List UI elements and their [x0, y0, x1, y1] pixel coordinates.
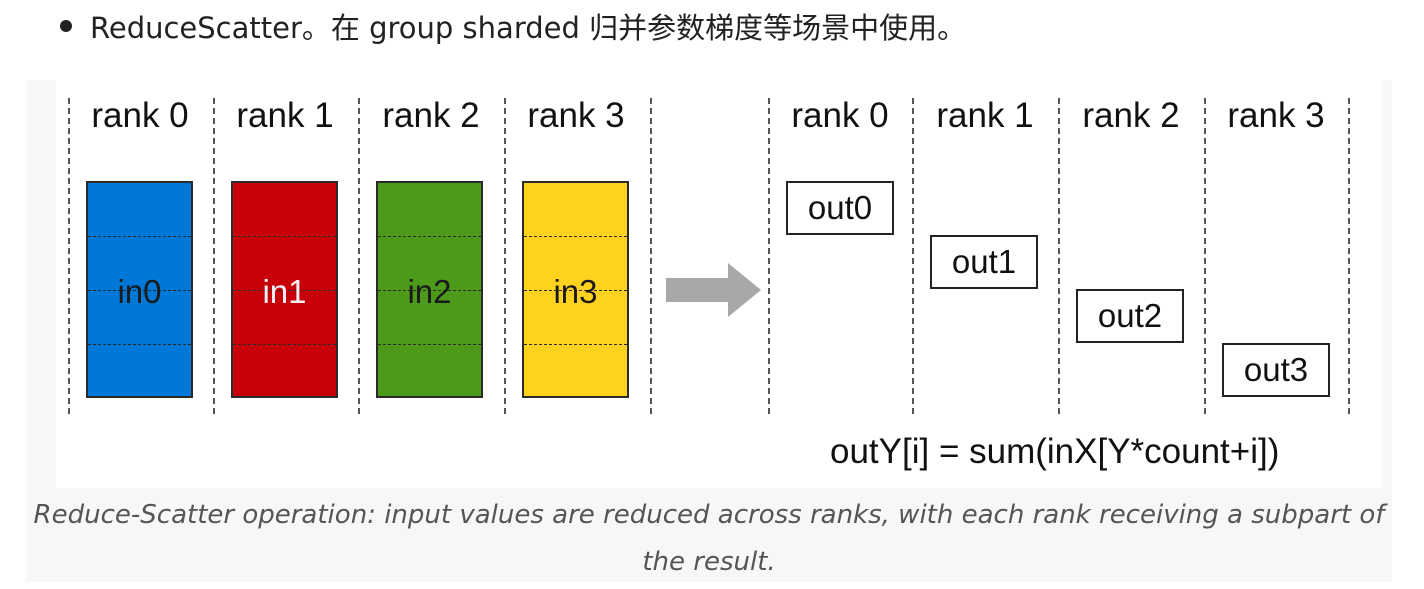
figure-caption: Reduce-Scatter operation: input values a…: [26, 492, 1392, 586]
chunk-divider: [524, 236, 627, 237]
caption-line-2: the result.: [642, 547, 776, 577]
chunk-divider: [378, 344, 481, 345]
bullet-item: ReduceScatter。在 group sharded 归并参数梯度等场景中…: [60, 4, 966, 48]
chunk-divider: [233, 290, 336, 291]
output-box-2: out2: [1076, 289, 1184, 343]
chunk-divider: [88, 290, 191, 291]
reduce-scatter-diagram: rank 0 rank 1 rank 2 rank 3 rank 0 rank …: [56, 80, 1382, 488]
chunk-divider: [524, 290, 627, 291]
output-box-0: out0: [786, 181, 894, 235]
chunk-divider: [233, 344, 336, 345]
separator-line: [213, 98, 215, 414]
input-label: in2: [407, 273, 452, 310]
separator-line: [504, 98, 506, 414]
separator-line: [1348, 98, 1350, 414]
separator-line: [912, 98, 914, 414]
chunk-divider: [378, 236, 481, 237]
input-block-1: in1: [231, 181, 338, 398]
chunk-divider: [88, 344, 191, 345]
input-rank-label: rank 3: [527, 96, 625, 135]
output-box-3: out3: [1222, 343, 1330, 397]
chunk-divider: [233, 236, 336, 237]
chunk-divider: [524, 344, 627, 345]
input-block-3: in3: [522, 181, 629, 398]
output-rank-label: rank 2: [1082, 96, 1180, 135]
formula-text: outY[i] = sum(inX[Y*count+i]): [830, 432, 1280, 471]
input-rank-label: rank 2: [382, 96, 480, 135]
output-rank-label: rank 1: [936, 96, 1034, 135]
input-label: in0: [117, 273, 162, 310]
figure: rank 0 rank 1 rank 2 rank 3 rank 0 rank …: [26, 80, 1392, 582]
output-rank-label: rank 3: [1227, 96, 1325, 135]
input-label: in1: [262, 273, 307, 310]
chunk-divider: [378, 290, 481, 291]
separator-line: [650, 98, 652, 414]
right-arrow-icon: [666, 263, 761, 317]
chunk-divider: [88, 236, 191, 237]
input-rank-label: rank 1: [236, 96, 334, 135]
separator-line: [68, 98, 70, 414]
caption-line-1: Reduce-Scatter operation: input values a…: [33, 500, 1385, 530]
input-block-0: in0: [86, 181, 193, 398]
separator-line: [1204, 98, 1206, 414]
output-box-1: out1: [930, 235, 1038, 289]
input-rank-label: rank 0: [91, 96, 189, 135]
bullet-text: ReduceScatter。在 group sharded 归并参数梯度等场景中…: [90, 11, 967, 45]
input-block-2: in2: [376, 181, 483, 398]
separator-line: [768, 98, 770, 414]
input-label: in3: [553, 273, 598, 310]
separator-line: [358, 98, 360, 414]
output-rank-label: rank 0: [791, 96, 889, 135]
bullet-dot-icon: [60, 20, 72, 32]
separator-line: [1058, 98, 1060, 414]
